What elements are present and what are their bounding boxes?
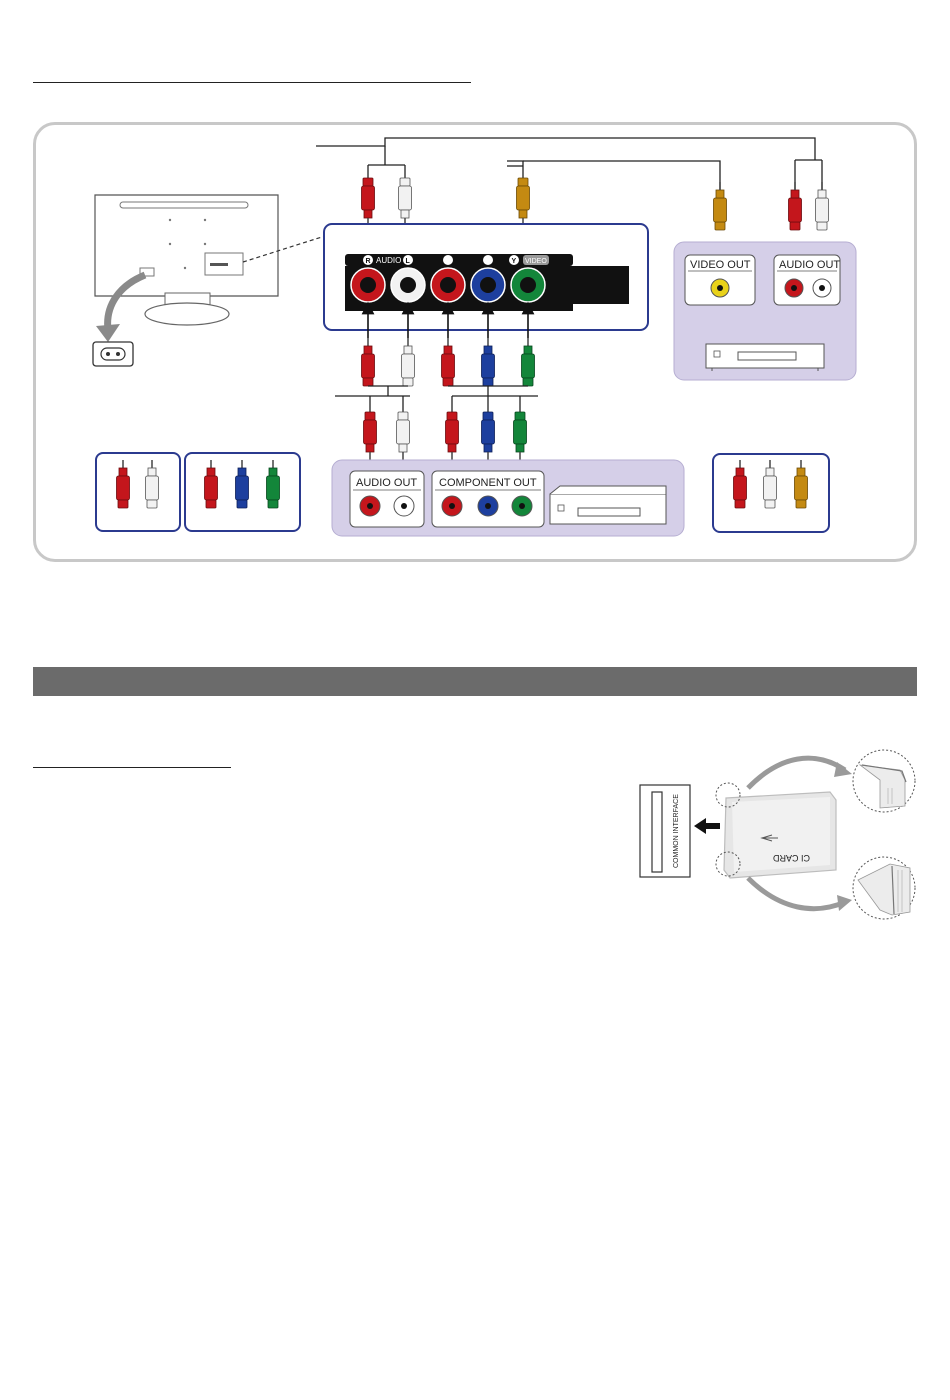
- jack-audio-r: [351, 268, 385, 302]
- plug-audio-l-device: [397, 412, 410, 460]
- plug-audio-r-top: [362, 178, 375, 226]
- jack-audio-l: [391, 268, 425, 302]
- component-player-icon: [550, 486, 666, 524]
- plug-audio-l-av-device: [816, 182, 829, 230]
- tv-panel-audio-l-label: L: [406, 258, 411, 265]
- legend-av-cable: [713, 454, 829, 532]
- comp-audio-out-label: AUDIO OUT: [356, 477, 417, 489]
- tv-input-panel: R AUDIO L Y VIDEO: [324, 224, 648, 330]
- plug-audio-r-bottom: [362, 338, 375, 386]
- insert-arrow-icon: [694, 818, 720, 834]
- tv-rear-illustration: [95, 195, 278, 342]
- plug-pb-bottom: [482, 338, 495, 386]
- ci-card-label: CI CARD: [772, 853, 810, 863]
- comp-component-out-label: COMPONENT OUT: [439, 477, 537, 489]
- legend-component-cable: [185, 453, 300, 531]
- tv-panel-video-label: VIDEO: [525, 258, 547, 265]
- plug-audio-l-top: [399, 178, 412, 226]
- jack-y-video: [511, 268, 545, 302]
- plug-y-bottom: [522, 338, 535, 386]
- ci-card-top-detail-zoom: [853, 750, 915, 812]
- power-socket-icon: [93, 342, 133, 366]
- heading-underline-ci: [33, 767, 231, 768]
- plug-pb-device: [482, 412, 495, 460]
- plug-pr-bottom: [442, 338, 455, 386]
- section-header-bar: [33, 667, 917, 696]
- legend-audio-cable: [96, 453, 180, 531]
- av-video-out-label: VIDEO OUT: [690, 259, 751, 271]
- plug-pr-device: [446, 412, 459, 460]
- jack-pb: [471, 268, 505, 302]
- connection-diagram: R AUDIO L Y VIDEO: [0, 0, 950, 600]
- tv-panel-audio-label: AUDIO: [376, 256, 401, 265]
- plug-audio-r-device: [364, 412, 377, 460]
- component-device-box: AUDIO OUT COMPONENT OUT: [332, 460, 684, 536]
- plug-video-top: [517, 178, 530, 226]
- zoom-arrow-bottom: [748, 878, 845, 909]
- lower-cable-wires: [335, 386, 538, 412]
- tv-panel-y-label: Y: [512, 258, 517, 265]
- plug-video-av-device: [714, 182, 727, 230]
- av-audio-out-label: AUDIO OUT: [779, 259, 840, 271]
- ci-slot-label: COMMON INTERFACE: [673, 794, 680, 868]
- ci-slot-bracket: COMMON INTERFACE: [640, 785, 690, 877]
- jack-pr: [431, 268, 465, 302]
- zoom-arrow-top: [748, 758, 845, 788]
- plug-audio-r-av-device: [789, 182, 802, 230]
- av-device-box: VIDEO OUT AUDIO OUT: [674, 242, 856, 380]
- ci-card-diagram: COMMON INTERFACE CI CARD: [630, 740, 930, 930]
- ci-card-bottom-detail-zoom: [853, 857, 915, 919]
- plug-audio-l-bottom: [402, 338, 415, 386]
- plug-y-device: [514, 412, 527, 460]
- top-cable-wires: [316, 138, 822, 190]
- tv-panel-audio-r-label: R: [366, 258, 371, 265]
- av-player-icon: [706, 344, 824, 371]
- ci-card: CI CARD: [724, 792, 836, 878]
